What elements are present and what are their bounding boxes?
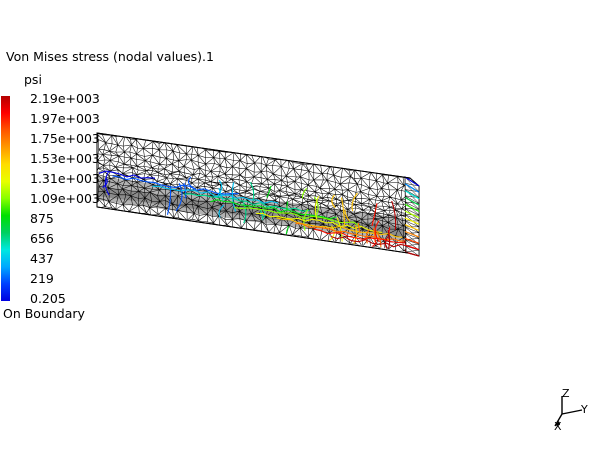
beam-outline — [96, 132, 420, 257]
legend-footer-label: On Boundary — [3, 306, 85, 321]
contour-band — [183, 181, 310, 224]
legend-unit-label: psi — [24, 72, 42, 87]
mesh-wireframe — [97, 133, 410, 252]
beam-top-face — [96, 132, 411, 254]
endcap-contour — [404, 190, 420, 200]
legend-tick-label: 219 — [30, 271, 54, 286]
legend-tick-list: 2.19e+003 1.97e+003 1.75e+003 1.53e+003 1.31… — [30, 90, 140, 306]
contour-band — [210, 185, 337, 235]
stress-contours — [98, 170, 408, 252]
contour-band — [276, 192, 403, 245]
axis-label-y: Y — [581, 403, 588, 416]
endcap-contour — [404, 210, 420, 219]
legend-tick-label: 1.75e+003 — [30, 131, 100, 146]
legend-tick-label: 1.09e+003 — [30, 191, 100, 206]
mesh-edges — [97, 133, 410, 252]
endcap-contour — [404, 217, 420, 225]
contour-band — [152, 179, 279, 218]
contour-band — [256, 195, 383, 242]
axis-label-x: X — [554, 420, 562, 433]
contour-band — [330, 200, 408, 252]
endcap-contour — [404, 251, 420, 257]
axis-triad-icon — [554, 396, 583, 427]
axis-triad: Z Y X — [548, 388, 594, 438]
legend-tick-label: 0.205 — [30, 291, 66, 306]
legend-tick-label: 437 — [30, 251, 54, 266]
legend-tick-label: 2.19e+003 — [30, 91, 100, 106]
contour-band — [313, 203, 405, 248]
color-scale-bar — [1, 96, 10, 301]
endcap-contour — [404, 196, 420, 206]
legend-tick-label: 656 — [30, 231, 54, 246]
beam-end-cap — [404, 176, 420, 257]
legend-tick-label: 875 — [30, 211, 54, 226]
legend-tick-label: 1.53e+003 — [30, 151, 100, 166]
axis-label-z: Z — [562, 387, 570, 400]
contour-band — [234, 187, 361, 231]
beam-shading — [97, 176, 410, 243]
legend-title: Von Mises stress (nodal values).1 — [6, 49, 214, 64]
legend-tick-label: 1.31e+003 — [30, 171, 100, 186]
endcap-contour — [404, 230, 420, 238]
endcap-contour — [404, 176, 420, 187]
legend-tick-label: 1.97e+003 — [30, 111, 100, 126]
endcap-mesh-edges — [404, 176, 420, 257]
contour-band — [295, 222, 408, 248]
endcap-contour — [404, 203, 420, 213]
endcap-contour — [404, 224, 420, 232]
endcap-contour — [404, 237, 420, 244]
endcap-contour — [404, 244, 420, 251]
endcap-contour — [404, 183, 420, 193]
